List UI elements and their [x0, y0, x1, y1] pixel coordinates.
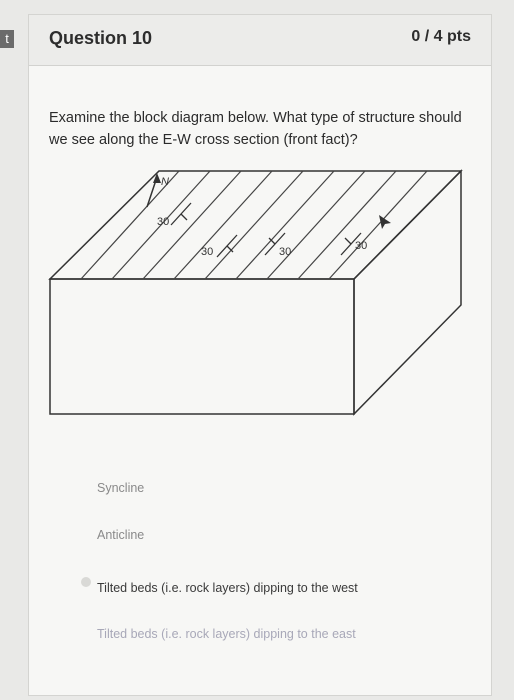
question-title: Question 10: [49, 28, 153, 48]
answer-tilted-east[interactable]: Tilted beds (i.e. rock layers) dipping t…: [97, 627, 356, 641]
dip-label-2: 30: [201, 246, 213, 258]
question-points: 0 / 4 pts: [411, 28, 471, 45]
north-label: N: [161, 176, 169, 188]
block-top-face: [48, 170, 463, 280]
sidebar-tab[interactable]: t: [0, 30, 14, 48]
question-header: Question 10 0 / 4 pts: [29, 15, 491, 66]
answer-tilted-west[interactable]: Tilted beds (i.e. rock layers) dipping t…: [97, 581, 358, 595]
block-front-face: [49, 278, 355, 415]
block-side-face: [353, 169, 462, 416]
answer-syncline[interactable]: Syncline: [97, 481, 145, 495]
cursor-icon: [379, 215, 391, 229]
bedding-strike-lines: [80, 170, 428, 280]
answer-west-radio[interactable]: [81, 577, 91, 587]
dip-label-3: 30: [279, 246, 291, 258]
question-card: Question 10 0 / 4 pts Examine the block …: [28, 14, 492, 696]
answer-anticline[interactable]: Anticline: [97, 528, 145, 542]
north-arrow-head: [153, 173, 161, 183]
dip-label-4: 30: [355, 240, 367, 252]
question-prompt: Examine the block diagram below. What ty…: [49, 110, 462, 148]
block-diagram: N 30 30 30 30: [48, 169, 463, 416]
dip-label-1: 30: [157, 216, 169, 228]
